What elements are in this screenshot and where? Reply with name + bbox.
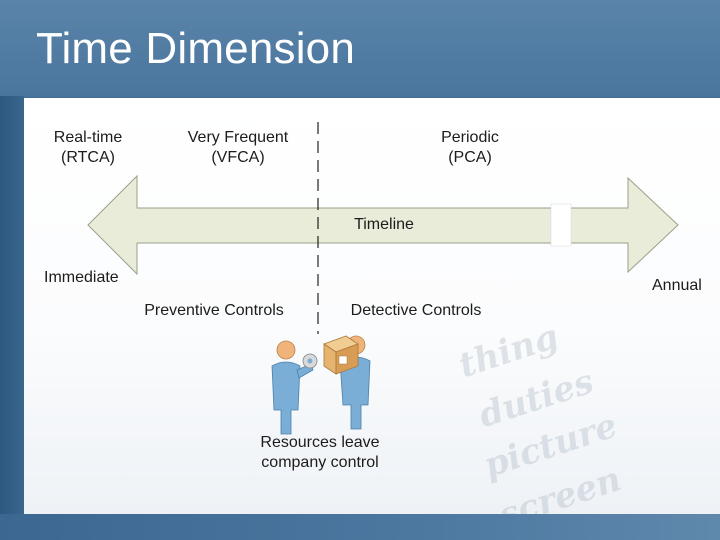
timeline-marker bbox=[550, 203, 572, 247]
slide-title: Time Dimension bbox=[36, 24, 356, 73]
package-box-icon bbox=[323, 335, 359, 375]
title-bar bbox=[0, 0, 720, 96]
category-vfca-label: Very Frequent (VFCA) bbox=[187, 129, 289, 166]
preventive-controls-label: Preventive Controls bbox=[144, 302, 284, 319]
timeline-label: Timeline bbox=[354, 216, 414, 233]
category-pca-label: Periodic (PCA) bbox=[441, 129, 499, 166]
figure-caption: Resources leave company control bbox=[260, 434, 380, 471]
category-rtca-label: Real-time (RTCA) bbox=[53, 129, 123, 166]
diagram-panel: thing duties picture screen bbox=[24, 98, 720, 514]
timeline-arrow bbox=[87, 174, 679, 276]
content-left-edge bbox=[0, 96, 24, 540]
gear-icon bbox=[302, 353, 318, 369]
detective-controls-label: Detective Controls bbox=[350, 302, 482, 319]
annual-label: Annual bbox=[652, 277, 702, 294]
immediate-label: Immediate bbox=[44, 269, 119, 286]
bottom-strip bbox=[0, 514, 720, 540]
